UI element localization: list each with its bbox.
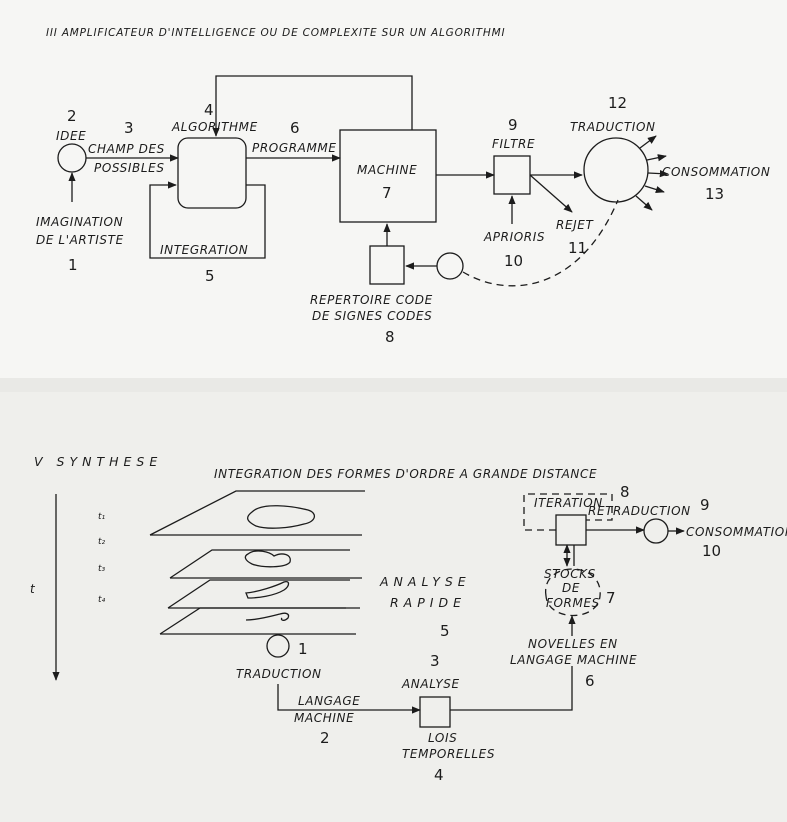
traduction-label: TRADUCTION	[570, 120, 656, 134]
consommation-number: 13	[705, 185, 724, 203]
integration-label: INTEGRATION	[160, 243, 248, 257]
machine-number: 7	[382, 184, 392, 202]
iteration-loop	[523, 493, 613, 531]
tick-t2: t₂	[98, 537, 106, 547]
tick-t3: t₃	[98, 564, 106, 574]
rejet-arrow	[529, 174, 573, 213]
traduction-number: 12	[608, 94, 627, 112]
lois-line1: LOIS	[428, 731, 457, 745]
time-axis-label: t	[30, 582, 36, 596]
filtre-number: 9	[508, 116, 518, 134]
analyse-rapide-number: 5	[440, 622, 450, 640]
diagram2-title: V SYNTHESE	[34, 454, 162, 469]
tick-t4: t₄	[98, 595, 106, 605]
integration-formes-label: INTEGRATION DES FORMES D'ORDRE A GRANDE …	[214, 467, 597, 481]
rejet-number: 11	[568, 239, 587, 257]
panel-divider	[0, 378, 787, 392]
algorithme-box	[177, 137, 247, 209]
stocks-line1: STOCKS	[544, 567, 596, 581]
aprioris-number: 10	[504, 252, 523, 270]
champ-number: 3	[124, 119, 134, 137]
novelles-line1: NOVELLES EN	[528, 637, 618, 651]
lois-line2: TEMPORELLES	[402, 747, 495, 761]
consommation-label-2: CONSOMMATION	[686, 525, 787, 539]
analyse-box	[419, 696, 451, 728]
time-planes	[149, 490, 365, 635]
machine-box	[339, 129, 437, 223]
traduction-circle-2	[266, 634, 290, 658]
diagram-panel-bottom	[0, 392, 787, 822]
programme-number: 6	[290, 119, 300, 137]
idee-label: IDEE	[56, 129, 86, 143]
imagination-number: 1	[68, 256, 78, 274]
traduction-rays	[635, 135, 669, 211]
consommation-number-2: 10	[702, 542, 721, 560]
langage-number: 2	[320, 729, 330, 747]
iteration-box	[555, 514, 587, 546]
traduction-number-2: 1	[298, 640, 308, 658]
traduction-circle	[583, 137, 649, 203]
integration-number: 5	[205, 267, 215, 285]
langage-line1: LANGAGE	[298, 694, 360, 708]
idee-circle	[57, 143, 87, 173]
feedback-arrow	[212, 75, 413, 137]
repertoire-box	[369, 245, 405, 285]
repertoire-circle	[436, 252, 464, 280]
novelles-line2: LANGAGE MACHINE	[510, 653, 637, 667]
imagination-line1: IMAGINATION	[36, 215, 123, 229]
stocks-dashed-outline	[545, 568, 601, 616]
consommation-label: CONSOMMATION	[662, 165, 770, 179]
iteration-number: 8	[620, 483, 630, 501]
programme-label: PROGRAMME	[252, 141, 337, 155]
champ-line2: POSSIBLES	[94, 161, 165, 175]
repertoire-line2: DE SIGNES CODES	[312, 309, 432, 323]
imagination-line2: DE L'ARTISTE	[36, 233, 124, 247]
stocks-line2: DE	[562, 581, 580, 595]
langage-machine-arrow	[277, 684, 421, 714]
traduction-label-2: TRADUCTION	[236, 667, 322, 681]
lois-number: 4	[434, 766, 444, 784]
iteration-label: ITERATION	[534, 496, 603, 510]
idee-number: 2	[67, 107, 77, 125]
repertoire-line1: REPERTOIRE CODE	[310, 293, 433, 307]
rejet-label: REJET	[556, 218, 594, 232]
integration-loop	[149, 181, 266, 259]
filtre-box	[493, 155, 531, 195]
stocks-number: 7	[606, 589, 616, 607]
time-shapes	[244, 505, 315, 621]
langage-line2: MACHINE	[294, 711, 354, 725]
champ-line1: CHAMP DES	[88, 142, 165, 156]
repertoire-number: 8	[385, 328, 395, 346]
retraduction-number: 9	[700, 496, 710, 514]
stocks-line3: FORMES	[546, 596, 600, 610]
retraduction-label: RETRADUCTION	[588, 504, 691, 518]
analyse-rapide-line2: RAPIDE	[390, 595, 466, 610]
diagram1-title: III AMPLIFICATEUR D'INTELLIGENCE OU DE C…	[46, 27, 505, 39]
tick-t1: t₁	[98, 512, 106, 522]
analyse-rapide-line1: ANALYSE	[379, 574, 471, 589]
filtre-label: FILTRE	[492, 137, 535, 151]
novelles-number: 6	[585, 672, 595, 690]
algorithme-number: 4	[204, 101, 214, 119]
dashed-return-path	[462, 199, 619, 287]
aprioris-label: APRIORIS	[483, 230, 545, 244]
analyse-label: ANALYSE	[401, 677, 460, 691]
machine-label: MACHINE	[357, 163, 417, 177]
novelles-path	[450, 666, 573, 711]
analyse-number: 3	[430, 652, 440, 670]
retraduction-circle	[643, 518, 669, 544]
algorithme-label: ALGORITHME	[171, 120, 258, 134]
